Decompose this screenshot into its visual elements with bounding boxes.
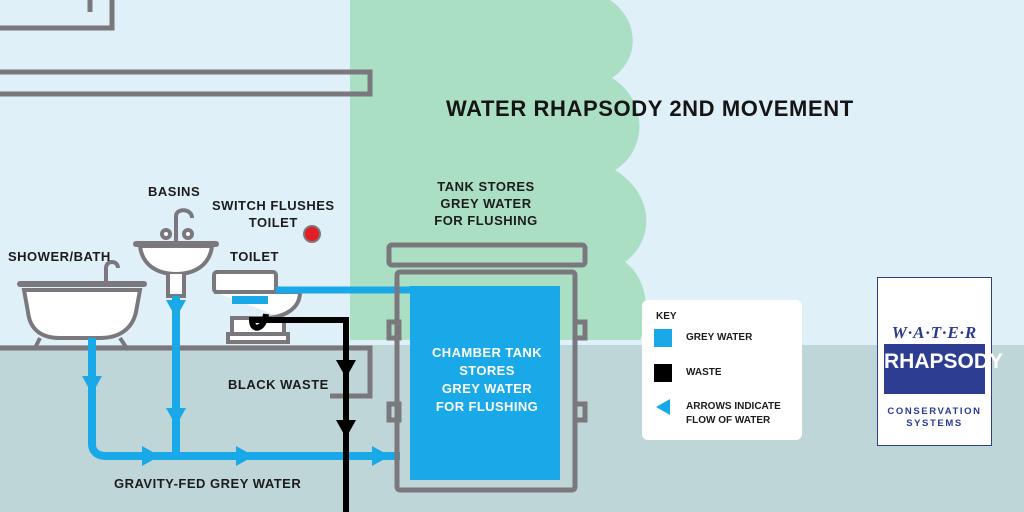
tank-stores-line-2: GREY WATER — [440, 196, 532, 211]
switch-flushes-line-2: TOILET — [248, 215, 298, 230]
key-item-label: GREY WATER — [686, 332, 753, 343]
logo-conservation-line: CONSERVATION — [887, 406, 982, 417]
chamber-tank-line-1: CHAMBER TANK — [432, 345, 542, 360]
flow-arrows — [82, 300, 390, 466]
key-item-label: ARROWS INDICATE FLOW OF WATER — [686, 400, 781, 428]
logo-word-water: W·A·T·E·R — [891, 323, 978, 342]
chamber-tank-label: CHAMBER TANK STORES GREY WATER FOR FLUSH… — [414, 344, 560, 416]
tank-stores-label: TANK STORES GREY WATER FOR FLUSHING — [420, 178, 552, 229]
key-title: KEY — [656, 311, 677, 322]
basins-label: BASINS — [148, 184, 201, 199]
key-legend: KEY GREY WATER WASTE ARROWS INDICATE FLO… — [642, 300, 802, 440]
house-outline — [0, 0, 373, 399]
chamber-tank-line-2: STORES — [459, 363, 515, 378]
waste-pipe — [248, 313, 349, 512]
key-item-label: WASTE — [686, 367, 722, 378]
storage-tank — [386, 242, 588, 493]
logo-word-rhapsody: RHAPSODY — [884, 350, 1004, 373]
water-rhapsody-logo: W·A·T·E·R RHAPSODY CONSERVATION SYSTEMS — [877, 277, 1004, 446]
key-arrows-line-1: ARROWS INDICATE — [686, 401, 781, 412]
tank-stores-line-1: TANK STORES — [437, 179, 535, 194]
basin-icon — [133, 208, 219, 298]
chamber-tank-line-3: GREY WATER — [441, 381, 533, 396]
toilet-icon — [212, 270, 303, 344]
tree-shape — [350, 0, 647, 340]
toilet-label: TOILET — [230, 249, 279, 264]
grey-water-swatch-icon — [654, 329, 672, 347]
chamber-tank-water — [410, 286, 560, 480]
diagram-title: WATER RHAPSODY 2ND MOVEMENT — [446, 96, 854, 121]
grey-water-pipes — [88, 286, 416, 460]
waste-swatch-icon — [654, 364, 672, 382]
gravity-fed-label: GRAVITY-FED GREY WATER — [114, 476, 302, 491]
chamber-tank-line-4: FOR FLUSHING — [435, 399, 539, 414]
bath-icon — [17, 260, 147, 352]
shower-bath-label: SHOWER/BATH — [8, 249, 111, 264]
logo-band — [884, 344, 985, 394]
logo-systems-line: SYSTEMS — [906, 418, 963, 429]
switch-flushes-line-1: SWITCH FLUSHES — [212, 198, 335, 213]
black-waste-label: BLACK WASTE — [228, 377, 329, 392]
waste-arrows — [336, 360, 356, 438]
logo-word-conservation: CONSERVATION SYSTEMS — [878, 406, 991, 430]
tank-stores-line-3: FOR FLUSHING — [434, 213, 538, 228]
key-arrows-line-2: FLOW OF WATER — [686, 415, 771, 426]
flow-arrow-icon — [656, 399, 670, 415]
flush-switch-icon — [303, 225, 321, 243]
switch-flushes-label: SWITCH FLUSHES TOILET — [212, 197, 335, 231]
